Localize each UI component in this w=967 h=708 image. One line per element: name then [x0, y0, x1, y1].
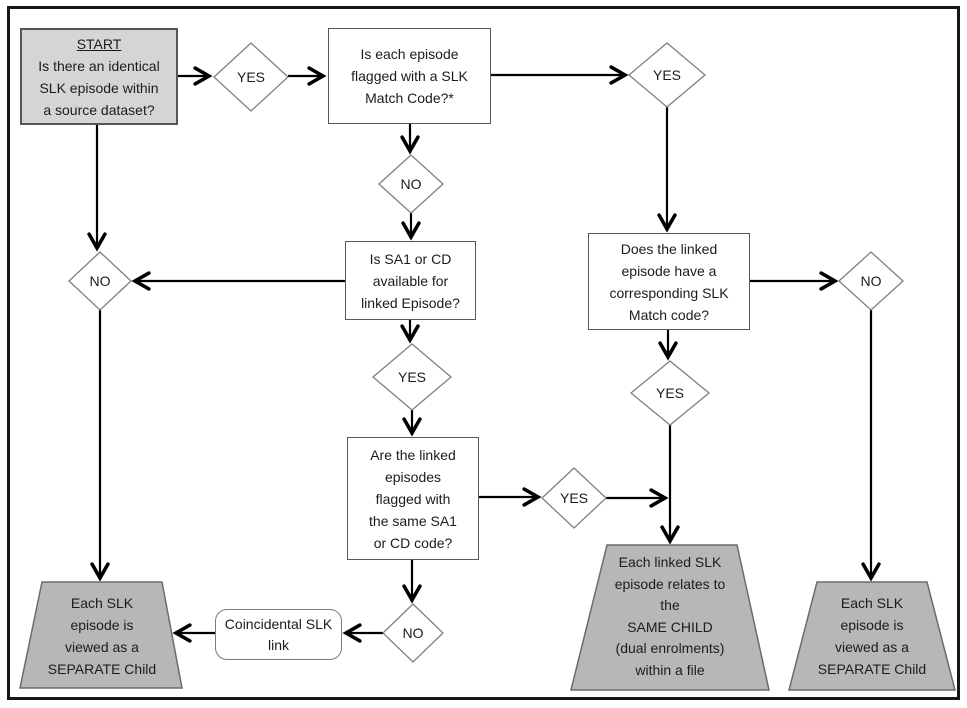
question-corresponding-code-node: Does the linked episode have a correspon…: [588, 233, 750, 330]
decision-diamonds: [68, 42, 904, 663]
outcome-same-child-shape: [570, 544, 770, 691]
question-corresponding-code-text: Does the linked episode have a correspon…: [609, 240, 729, 323]
start-node: START Is there an identical SLK episode …: [20, 28, 178, 125]
start-question: Is there an identical SLK episode within…: [38, 57, 160, 118]
decision-yes-start-shape: [213, 42, 289, 112]
flow-arrows: [87, 65, 881, 643]
decision-yes-flagged-shape: [627, 42, 707, 108]
question-flagged-text: Is each episode flagged with a SLK Match…: [351, 46, 468, 106]
question-sa1-available-node: Is SA1 or CD available for linked Episod…: [345, 241, 476, 320]
decision-yes-same-sa1-shape: [541, 467, 607, 529]
question-sa1-available-text: Is SA1 or CD available for linked Episod…: [361, 250, 460, 311]
outcome-trapezoids: [19, 544, 956, 691]
coincidental-link-node: Coincidental SLK link: [215, 609, 342, 660]
outer-border: [7, 6, 960, 700]
question-same-sa1-node: Are the linked episodes flagged with the…: [347, 437, 479, 560]
outcome-separate-right-shape: [788, 581, 956, 691]
decision-no-corresponding-shape: [838, 251, 904, 311]
question-same-sa1-text: Are the linked episodes flagged with the…: [369, 446, 457, 551]
question-flagged-node: Is each episode flagged with a SLK Match…: [328, 28, 491, 124]
decision-no-flagged-shape: [378, 154, 444, 214]
decision-no-same-sa1-shape: [382, 603, 444, 663]
decision-yes-corresponding-shape: [629, 360, 711, 426]
decision-yes-sa1-shape: [371, 343, 453, 411]
start-title: START: [76, 35, 122, 52]
outcome-separate-left-shape: [19, 581, 183, 689]
decision-no-sa1-shape: [68, 251, 132, 311]
coincidental-link-text: Coincidental SLK link: [224, 615, 333, 653]
